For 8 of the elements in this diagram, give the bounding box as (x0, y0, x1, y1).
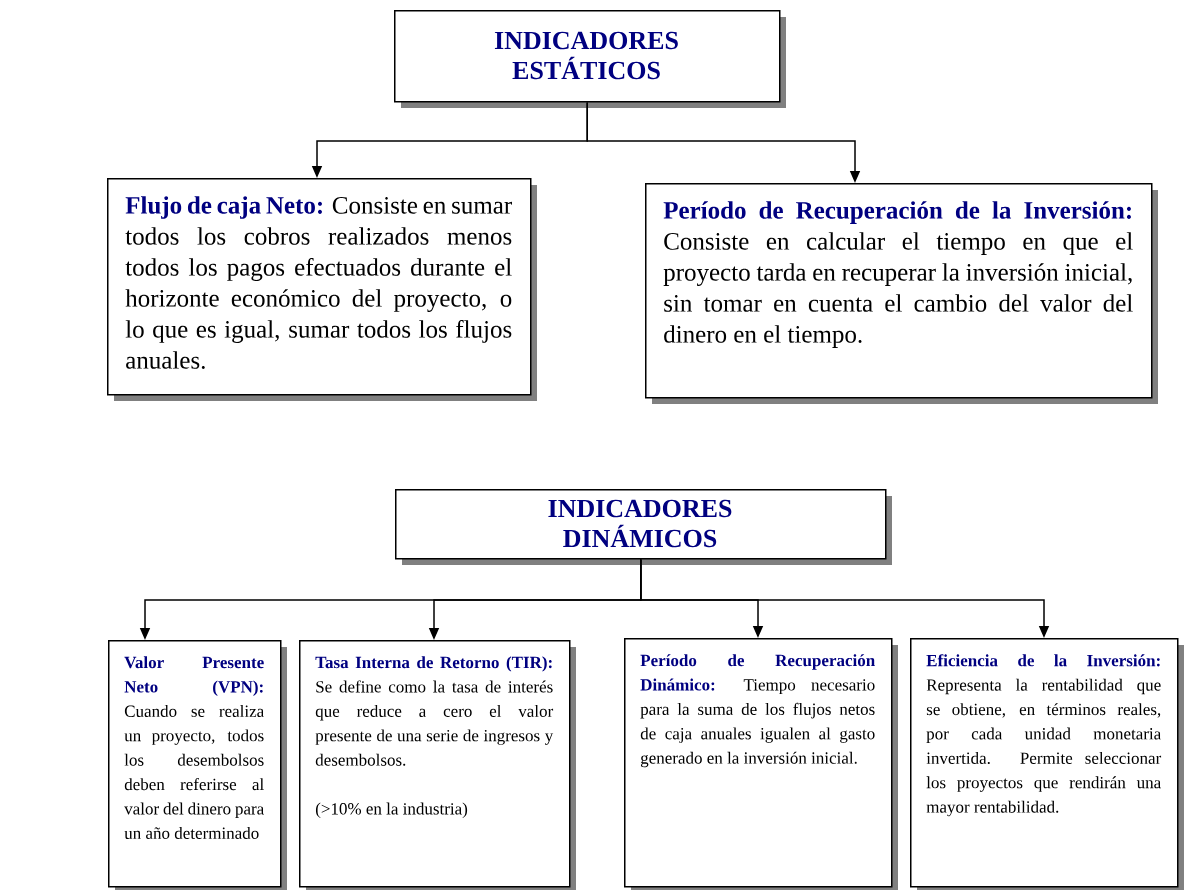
text-box: Período de Recuperación Dinámico: Tiempo necesario para la suma de los flujos netos de caja anuales igualen al gasto generado en la inversión inicial. (624, 638, 898, 890)
text-box: Eficiencia de la Inversión: Representa la rentabilidad que se obtiene, en términos reales, por cada unidad monetaria invertida. Permite seleccionar los proyectos que rendirán una mayor rentabilidad. (910, 638, 1184, 890)
heading-box: INDICADORES ESTÁTICOS (394, 10, 786, 108)
text-box: Valor Presente Neto (VPN): Cuando se realiza un proyecto, todos los desembolsos deben referirse al valor del dinero para un año determinado (108, 640, 287, 890)
heading-box: INDICADORES DINÁMICOS (395, 489, 892, 565)
text-box: Tasa Interna de Retorno (TIR): Se define como la tasa de interés que reduce a cero el valor presente de una serie de ingresos y desembolsos. (>10% en la industria) (299, 640, 576, 890)
text-box: Período de Recuperación de la Inversión: Consiste en calcular el tiempo en que el proyecto tarda en recuperar la inversión inicial, sin tomar en cuenta el cambio del valor del dinero en el tiempo. (645, 183, 1158, 404)
text-box: Flujo de caja Neto: Consiste en sumar todos los cobros realizados menos todos los pagos efectuados durante el horizonte económico del proyecto, o lo que es igual, sumar todos los flujos anuales. (107, 178, 537, 401)
